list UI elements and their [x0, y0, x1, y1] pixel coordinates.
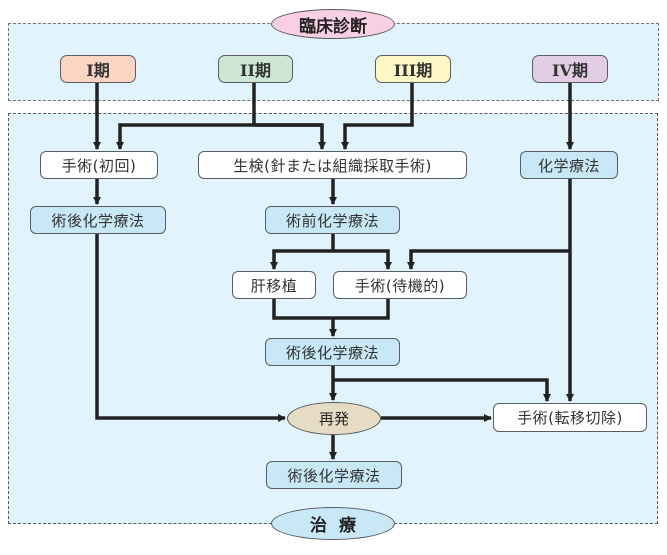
- edge-stage2-surgery: [116, 123, 322, 150]
- edge-left-postop-recurrence: [95, 234, 286, 422]
- preop-chemo-node: 術前化学療法: [265, 206, 400, 234]
- postop-chemo-bottom-node: 術後化学療法: [266, 461, 402, 489]
- chemotherapy-node: 化学療法: [520, 151, 618, 179]
- biopsy-node: 生検(針または組織採取手術): [198, 151, 467, 179]
- edge-stage2-biopsy: [254, 123, 326, 150]
- stage-1-box: I期: [60, 55, 136, 83]
- edge-preop-transplant: [270, 249, 333, 270]
- treatment-label: 治療: [271, 507, 395, 540]
- edge-preop-elective: [333, 249, 392, 270]
- edge-stage3-biopsy: [341, 83, 414, 150]
- stage-3-box: III期: [375, 55, 451, 83]
- surgery-metastasectomy-node: 手術(転移切除): [493, 403, 647, 432]
- recurrence-node: 再発: [287, 402, 381, 435]
- liver-transplant-node: 肝移植: [232, 271, 316, 299]
- stage-2-box: II期: [218, 55, 293, 83]
- clinical-diagnosis-label: 臨床診断: [271, 9, 395, 39]
- surgery-initial-node: 手術(初回): [40, 151, 158, 179]
- postop-chemo-middle-node: 術後化学療法: [265, 338, 400, 366]
- stage-2-label: II期: [240, 61, 271, 80]
- edge-merge-postop: [272, 299, 390, 320]
- stage-1-label: I期: [86, 61, 110, 80]
- edge-chemo-elective: [407, 249, 570, 270]
- edge-postop-metastasectomy: [333, 378, 551, 402]
- postop-chemo-left-node: 術後化学療法: [30, 206, 166, 234]
- stage-3-label: III期: [393, 61, 433, 80]
- stage-4-box: IV期: [532, 55, 608, 83]
- surgery-elective-node: 手術(待機的): [333, 271, 467, 299]
- stage-4-label: IV期: [552, 61, 588, 80]
